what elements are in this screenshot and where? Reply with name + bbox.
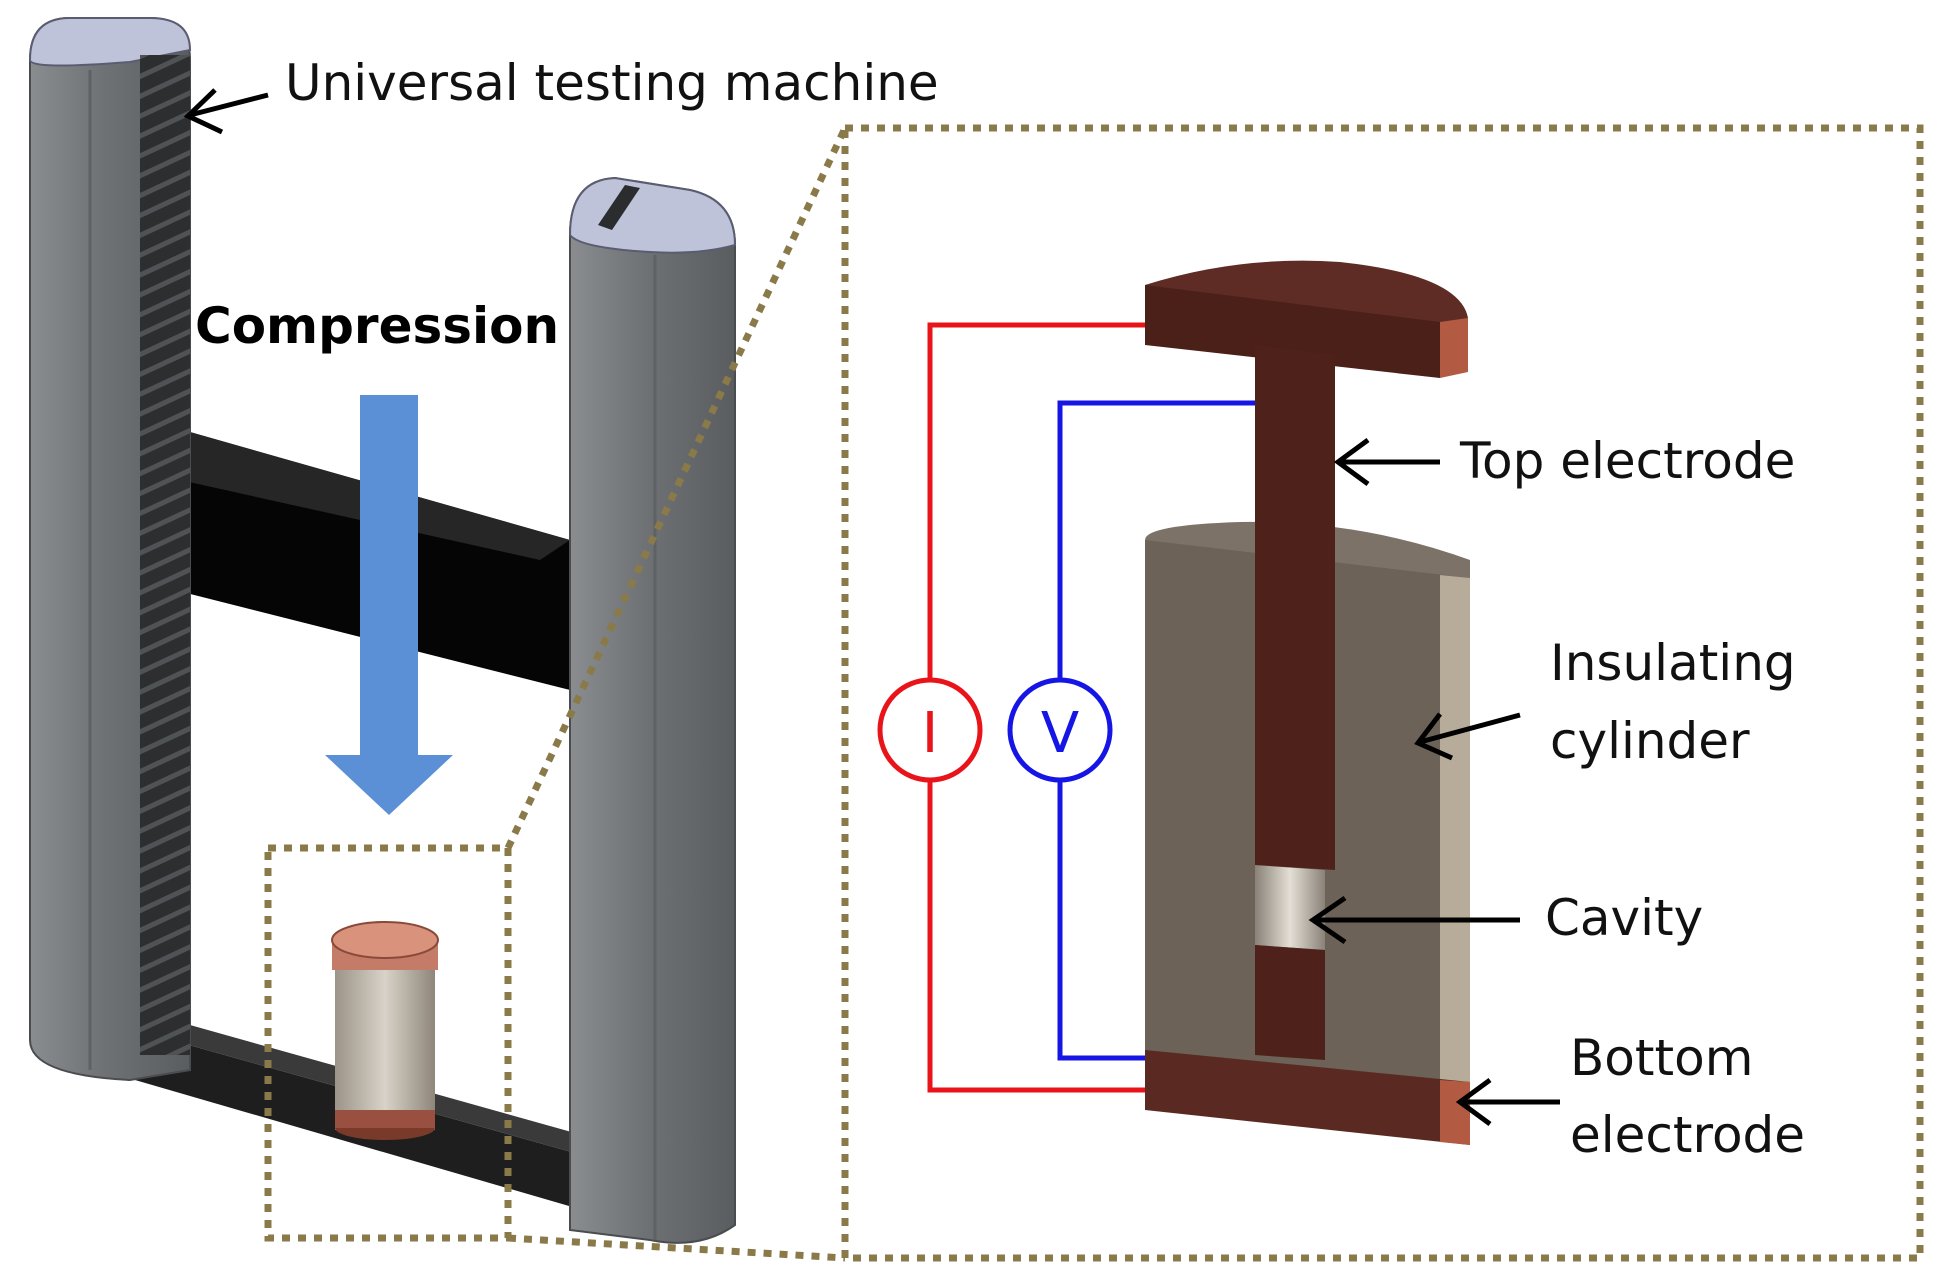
crosshead-top-face [135, 432, 570, 560]
zoom-indicator [264, 124, 1924, 1262]
testing-machine [28, 17, 737, 1244]
label-cavity: Cavity [1545, 889, 1703, 947]
compression-arrow [325, 395, 453, 815]
voltage-wire-top [1057, 400, 1255, 680]
bottom-electrode-base [1145, 1050, 1470, 1145]
current-wire-top [927, 322, 1145, 680]
ammeter [877, 677, 983, 783]
label-machine: Universal testing machine [285, 54, 939, 112]
right-pillar-top [568, 176, 737, 254]
current-wire-bottom [927, 780, 1145, 1093]
specimen-top-electrode [331, 921, 439, 959]
machine-arrowhead-icon [183, 88, 224, 135]
insulating-arrowhead-icon [1414, 712, 1454, 761]
top-electrode-arrowhead-icon [1333, 437, 1370, 487]
bottom-electrode-stem [1255, 945, 1325, 1060]
label-insulating-line2: cylinder [1550, 712, 1750, 770]
right-pillar-slot [598, 185, 640, 230]
detail-view: I V [877, 260, 1470, 1145]
voltmeter-label: V [1041, 701, 1079, 766]
left-pillar-ridges [140, 55, 190, 1055]
zoom-source-box [264, 844, 512, 1242]
bottom-electrode-side [1440, 1080, 1470, 1145]
machine-arrow [189, 92, 269, 118]
label-top-electrode: Top electrode [1459, 432, 1795, 490]
specimen-assembly [331, 921, 439, 1140]
crosshead [135, 432, 570, 690]
insulating-cylinder-edge [1440, 575, 1470, 1110]
zoom-target-box [841, 124, 1924, 1262]
top-electrode-disc-side [1440, 318, 1468, 378]
left-pillar-top [28, 17, 192, 67]
current-circuit [877, 322, 1145, 1093]
label-insulating-line1: Insulating [1550, 634, 1796, 692]
callout-arrows [183, 88, 1560, 1127]
label-compression: Compression [195, 297, 559, 355]
top-electrode-disc-front [1145, 285, 1440, 378]
label-bottom-line1: Bottom [1570, 1029, 1753, 1087]
right-pillar [569, 176, 736, 1244]
bottom-electrode-arrowhead-icon [1455, 1077, 1492, 1127]
zoom-connector-top [504, 126, 849, 850]
ammeter-label: I [922, 701, 939, 766]
voltmeter [1007, 677, 1113, 783]
insulating-arrow [1419, 712, 1521, 745]
cavity-arrowhead-icon [1308, 895, 1347, 945]
voltage-wire-bottom [1057, 780, 1145, 1061]
specimen-bottom-band [335, 1110, 435, 1128]
top-electrode-stem [1255, 345, 1335, 870]
voltage-circuit [1007, 400, 1255, 1061]
label-bottom-line2: electrode [1570, 1106, 1805, 1164]
specimen-cylinder [335, 960, 435, 1130]
top-electrode-disc-top [1145, 260, 1468, 330]
cavity [1255, 865, 1325, 950]
